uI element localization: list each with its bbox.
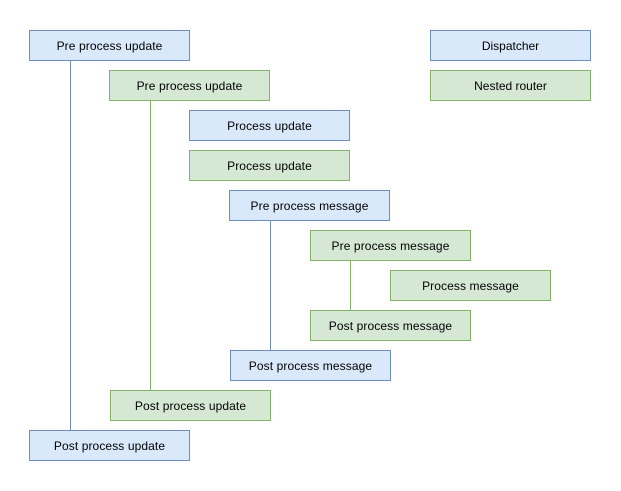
node-process-message-router[interactable]: Process message [390,270,551,301]
node-post-process-message-dispatcher[interactable]: Post process message [230,350,391,381]
node-process-update-dispatcher[interactable]: Process update [189,110,350,141]
node-pre-process-message-router[interactable]: Pre process message [310,230,471,261]
connector-dispatcher [70,61,71,430]
node-post-process-update-router[interactable]: Post process update [110,390,271,421]
node-pre-process-update-router[interactable]: Pre process update [109,70,270,101]
legend-item-router: Nested router [430,70,591,101]
node-pre-process-update-dispatcher[interactable]: Pre process update [29,30,190,61]
node-process-update-router[interactable]: Process update [189,150,350,181]
node-post-process-update-dispatcher[interactable]: Post process update [29,430,190,461]
connector-router [150,101,151,390]
connector-dispatcher [270,221,271,350]
node-post-process-message-router[interactable]: Post process message [310,310,471,341]
connector-router [350,261,351,310]
legend-item-dispatcher: Dispatcher [430,30,591,61]
node-pre-process-message-dispatcher[interactable]: Pre process message [229,190,390,221]
